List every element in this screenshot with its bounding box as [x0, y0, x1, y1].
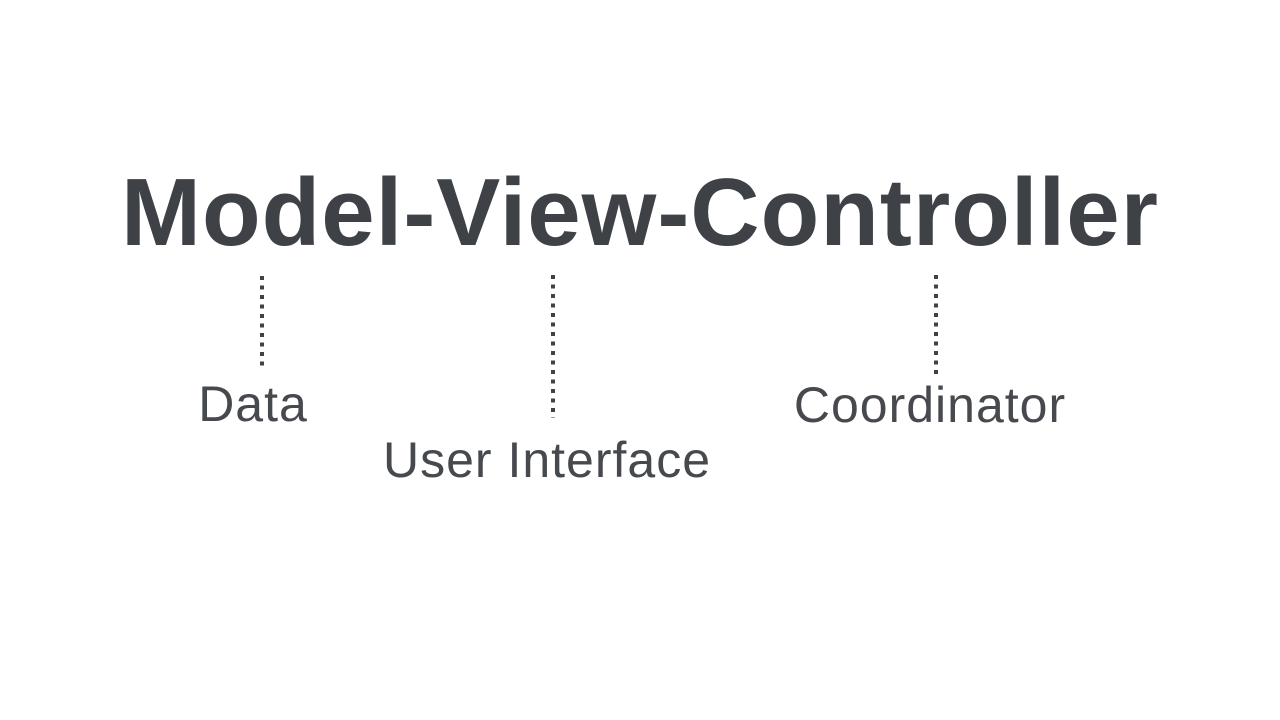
dotted-connector-model-icon: [260, 276, 264, 369]
slide-title: Model-View-Controller: [121, 159, 1159, 266]
label-view-user-interface: User Interface: [382, 432, 712, 488]
dotted-connector-view-icon: [551, 275, 555, 418]
label-controller-coordinator: Coordinator: [793, 377, 1067, 433]
label-model-data: Data: [198, 376, 308, 432]
dotted-connector-controller-icon: [934, 275, 938, 376]
